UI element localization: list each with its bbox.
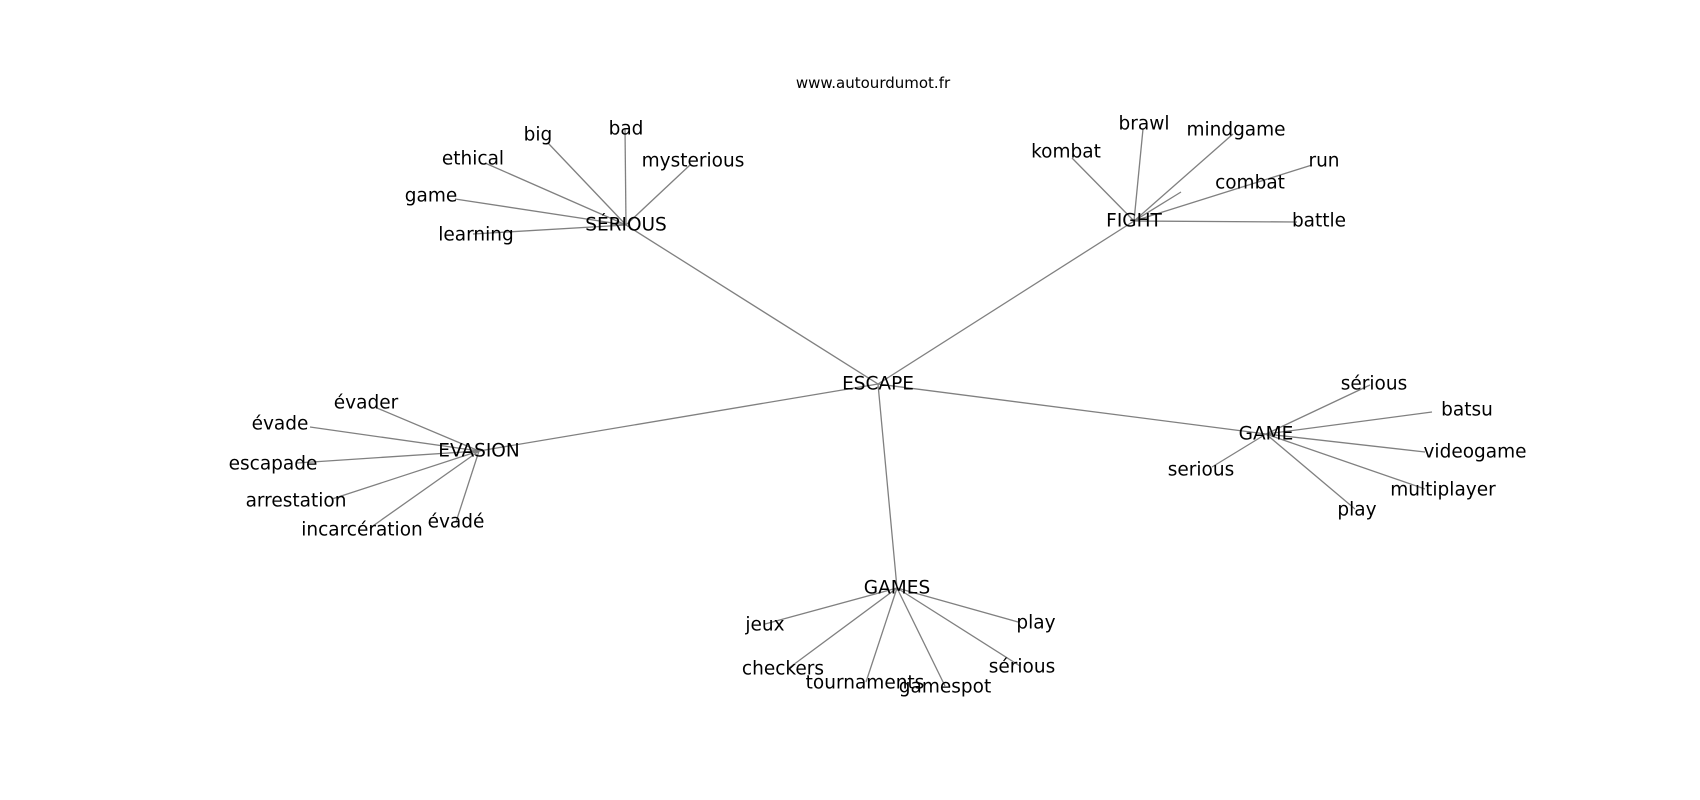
edge-branch-to-leaf [865,587,898,683]
branch-node-label: EVASION [438,441,519,462]
edge-branch-to-leaf [1071,157,1135,222]
edge-branch-to-leaf [764,587,898,625]
edge-branch-to-leaf [484,162,627,226]
edge-branch-to-leaf [547,142,627,226]
edge-branch-to-leaf [1133,133,1234,222]
branch-node-label: FIGHT [1106,211,1162,232]
edge-branch-to-leaf [454,198,627,226]
leaf-node-label: gamespot [899,677,991,698]
edge-branch-to-leaf [455,450,480,523]
edge-branch-to-leaf [1133,220,1298,223]
leaf-node-label: battle [1292,211,1346,232]
edge-branch-to-leaf [1133,164,1313,222]
leaf-node-label: serious [1168,460,1234,481]
leaf-node-label: évadé [428,512,485,533]
leaf-node-label: combat [1215,173,1285,194]
leaf-node-label: ethical [442,149,504,170]
edge-branch-to-leaf [1133,128,1144,222]
edge-branch-to-leaf [1265,433,1426,453]
leaf-node-label: mindgame [1186,120,1285,141]
branch-node-label: GAME [1239,424,1294,445]
leaf-node-label: arrestation [246,491,347,512]
edge-root-to-branch [877,220,1135,385]
leaf-node-label: game [405,186,457,207]
node-labels: ESCAPE SÉRIOUS big bad mysterious ethical game… [229,114,1527,698]
edge-branch-to-leaf [369,450,480,529]
leaf-node-label: sérious [1341,374,1407,395]
edge-branch-to-leaf [1265,433,1356,510]
edge-branch-to-leaf [896,587,1019,623]
leaf-node-label: mysterious [642,151,745,172]
leaf-node-label: évader [334,393,399,414]
leaf-node-label: batsu [1441,400,1493,421]
leaf-node-label: play [1016,613,1055,634]
leaf-node-label: bad [609,119,644,140]
leaf-node-label: brawl [1119,114,1170,135]
edge-branch-to-leaf [331,450,480,500]
edge-root-to-branch [877,383,1267,435]
edge-branch-to-leaf [376,407,480,452]
root-node-label: ESCAPE [842,374,914,395]
branch-node-label: GAMES [864,578,930,599]
edges [296,127,1433,687]
edge-branch-to-leaf [1265,384,1371,435]
edge-branch-to-leaf [896,587,946,687]
edge-branch-to-leaf [625,164,691,226]
edge-branch-to-leaf [1211,433,1267,468]
edge-branch-to-leaf [1133,191,1182,222]
leaf-node-label: jeux [744,615,784,636]
leaf-node-label: escapade [229,454,318,475]
leaf-node-label: checkers [742,659,824,680]
leaf-node-label: videogame [1423,442,1526,463]
edge-branch-to-leaf [624,127,627,226]
edge-branch-to-leaf [309,426,480,452]
edge-root-to-branch [625,224,879,385]
edge-branch-to-leaf [472,224,627,235]
leaf-node-label: multiplayer [1390,480,1496,501]
leaf-node-label: learning [438,225,513,246]
edge-branch-to-leaf [1265,433,1426,490]
branch-node-label: SÉRIOUS [585,214,667,236]
leaf-node-label: sérious [989,657,1055,678]
leaf-node-label: tournaments [806,673,925,694]
edge-branch-to-leaf [788,587,898,669]
edge-branch-to-leaf [1265,411,1433,435]
edge-root-to-branch [478,383,879,452]
leaf-node-label: kombat [1031,142,1101,163]
leaf-node-label: incarcération [301,520,423,541]
leaf-node-label: évade [252,414,309,435]
source-watermark: www.autourdumot.fr [796,74,951,92]
edge-branch-to-leaf [296,450,480,464]
edge-branch-to-leaf [896,587,1021,667]
leaf-node-label: play [1337,500,1376,521]
edge-root-to-branch [877,383,898,589]
leaf-node-label: run [1308,151,1339,172]
leaf-node-label: big [524,125,553,146]
